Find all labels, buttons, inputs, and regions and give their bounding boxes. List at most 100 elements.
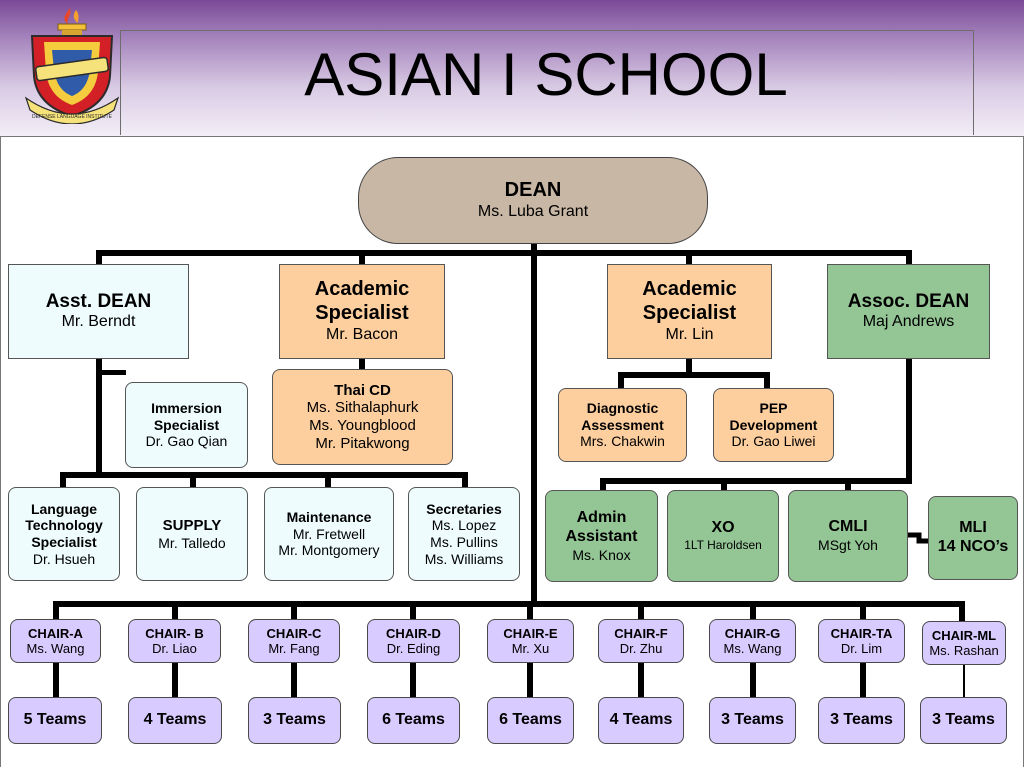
lang-tech-name: Dr. Hsueh	[32, 550, 96, 567]
assoc-dean-name: Maj Andrews	[862, 313, 955, 331]
teams-box-f: 4 Teams	[598, 697, 684, 744]
chair-d-box: CHAIR-D Dr. Eding	[367, 619, 460, 663]
thai-cd-name-1: Ms. Sithalaphurk	[306, 399, 419, 417]
chair-c-name: Mr. Fang	[268, 641, 320, 656]
secretaries-name-2: Ms. Pullins	[430, 534, 498, 550]
academic-specialist-2-title-line1: Academic	[642, 278, 737, 301]
teams-box-ml: 3 Teams	[920, 697, 1007, 744]
title-frame	[120, 30, 974, 135]
chair-b-name: Dr. Liao	[152, 641, 197, 656]
immersion-title-line2: Specialist	[153, 416, 220, 433]
chair-b-box: CHAIR- B Dr. Liao	[128, 619, 221, 663]
immersion-specialist-box: Immersion Specialist Dr. Gao Qian	[125, 382, 248, 468]
header-banner	[0, 0, 1024, 136]
mli-subtitle: 14 NCO’s	[937, 538, 1009, 555]
teams-box-b: 4 Teams	[128, 697, 222, 744]
chair-d-name: Dr. Eding	[386, 641, 441, 656]
immersion-name: Dr. Gao Qian	[145, 433, 228, 450]
academic-specialist-1-title-line1: Academic	[314, 278, 410, 301]
immersion-title-line1: Immersion	[151, 400, 222, 417]
academic-specialist-2-title-line2: Specialist	[642, 302, 737, 325]
diagnostic-name: Mrs. Chakwin	[580, 433, 665, 450]
maintenance-name-2: Mr. Montgomery	[278, 542, 380, 559]
connector-dean-trunk	[531, 244, 537, 607]
secretaries-name-1: Ms. Lopez	[431, 517, 497, 534]
teams-box-c: 3 Teams	[248, 697, 341, 744]
chair-ta-box: CHAIR-TA Dr. Lim	[818, 619, 905, 663]
crest-icon: DEFENSE LANGUAGE INSTITUTE	[24, 8, 120, 124]
chair-d-title: CHAIR-D	[386, 625, 441, 641]
dean-name: Ms. Luba Grant	[477, 202, 589, 220]
academic-specialist-1-box: Academic Specialist Mr. Bacon	[279, 264, 445, 359]
mli-box: MLI 14 NCO’s	[928, 496, 1018, 580]
connector-top-bar	[96, 250, 912, 256]
chair-ml-title: CHAIR-ML	[931, 627, 997, 643]
chair-b-title: CHAIR- B	[145, 625, 204, 641]
admin-name: Ms. Knox	[572, 546, 631, 563]
chair-a-title: CHAIR-A	[28, 625, 83, 641]
academic-specialist-2-box: Academic Specialist Mr. Lin	[607, 264, 772, 359]
cmli-box: CMLI MSgt Yoh	[788, 490, 908, 582]
academic-specialist-2-name: Mr. Lin	[665, 325, 714, 343]
academic-specialist-1-title-line2: Specialist	[315, 302, 409, 325]
chair-g-title: CHAIR-G	[724, 625, 781, 641]
mli-title: MLI	[959, 519, 987, 537]
thai-cd-box: Thai CD Ms. Sithalaphurk Ms. Youngblood …	[272, 369, 453, 465]
asst-dean-title: Asst. DEAN	[45, 290, 152, 312]
secretaries-box: Secretaries Ms. Lopez Ms. Pullins Ms. Wi…	[408, 487, 520, 581]
dean-title: DEAN	[504, 179, 562, 202]
chair-c-box: CHAIR-C Mr. Fang	[248, 619, 340, 663]
chair-e-name: Mr. Xu	[511, 641, 550, 656]
chair-f-title: CHAIR-F	[614, 625, 668, 641]
diagnostic-title-line1: Diagnostic	[586, 400, 659, 417]
pep-title-line1: PEP	[759, 400, 788, 417]
dean-box: DEAN Ms. Luba Grant	[358, 157, 708, 244]
chair-ml-name: Ms. Rashan	[929, 643, 999, 658]
language-technology-box: Language Technology Specialist Dr. Hsueh	[8, 487, 120, 581]
xo-title: XO	[711, 519, 735, 537]
chair-f-box: CHAIR-F Dr. Zhu	[598, 619, 684, 663]
diagnostic-title-line2: Assessment	[581, 416, 664, 433]
chair-g-box: CHAIR-G Ms. Wang	[709, 619, 796, 663]
academic-specialist-1-name: Mr. Bacon	[325, 325, 399, 343]
secretaries-name-3: Ms. Williams	[424, 550, 504, 567]
chair-ml-box: CHAIR-ML Ms. Rashan	[922, 621, 1006, 665]
teams-box-a: 5 Teams	[8, 697, 102, 744]
cmli-title: CMLI	[828, 518, 868, 536]
diagnostic-assessment-box: Diagnostic Assessment Mrs. Chakwin	[558, 388, 687, 462]
supply-name: Mr. Talledo	[158, 534, 226, 551]
assoc-dean-box: Assoc. DEAN Maj Andrews	[827, 264, 990, 359]
chair-ta-name: Dr. Lim	[840, 641, 883, 656]
admin-title-line1: Admin	[576, 508, 627, 526]
lang-tech-title-line1: Language	[30, 500, 98, 517]
admin-assistant-box: Admin Assistant Ms. Knox	[545, 490, 658, 582]
crest-motto: DEFENSE LANGUAGE INSTITUTE	[32, 114, 113, 120]
thai-cd-title: Thai CD	[334, 381, 391, 399]
assoc-dean-title: Assoc. DEAN	[847, 290, 970, 312]
chair-c-title: CHAIR-C	[266, 625, 322, 641]
secretaries-title: Secretaries	[426, 500, 502, 517]
lang-tech-title-line2: Technology	[25, 517, 103, 534]
chair-ta-title: CHAIR-TA	[830, 625, 893, 641]
chair-g-name: Ms. Wang	[723, 641, 782, 656]
chair-e-title: CHAIR-E	[503, 625, 558, 641]
asst-dean-name: Mr. Berndt	[61, 313, 136, 331]
xo-name: 1LT Haroldsen	[684, 538, 762, 553]
admin-title-line2: Assistant	[565, 527, 638, 545]
thai-cd-name-2: Ms. Youngblood	[309, 417, 416, 434]
pep-title-line2: Development	[729, 416, 818, 433]
maintenance-box: Maintenance Mr. Fretwell Mr. Montgomery	[264, 487, 394, 581]
asst-dean-box: Asst. DEAN Mr. Berndt	[8, 264, 189, 359]
maintenance-title: Maintenance	[286, 509, 372, 526]
teams-box-g: 3 Teams	[709, 697, 796, 744]
pep-name: Dr. Gao Liwei	[731, 433, 816, 450]
teams-box-e: 6 Teams	[487, 697, 574, 744]
teams-box-d: 6 Teams	[367, 697, 460, 744]
lang-tech-title-line3: Specialist	[31, 534, 97, 550]
page-title: ASIAN I SCHOOL	[304, 41, 788, 108]
cmli-name: MSgt Yoh	[818, 537, 878, 554]
chair-f-name: Dr. Zhu	[619, 641, 663, 656]
chair-a-box: CHAIR-A Ms. Wang	[10, 619, 101, 663]
supply-title: SUPPLY	[162, 516, 222, 534]
